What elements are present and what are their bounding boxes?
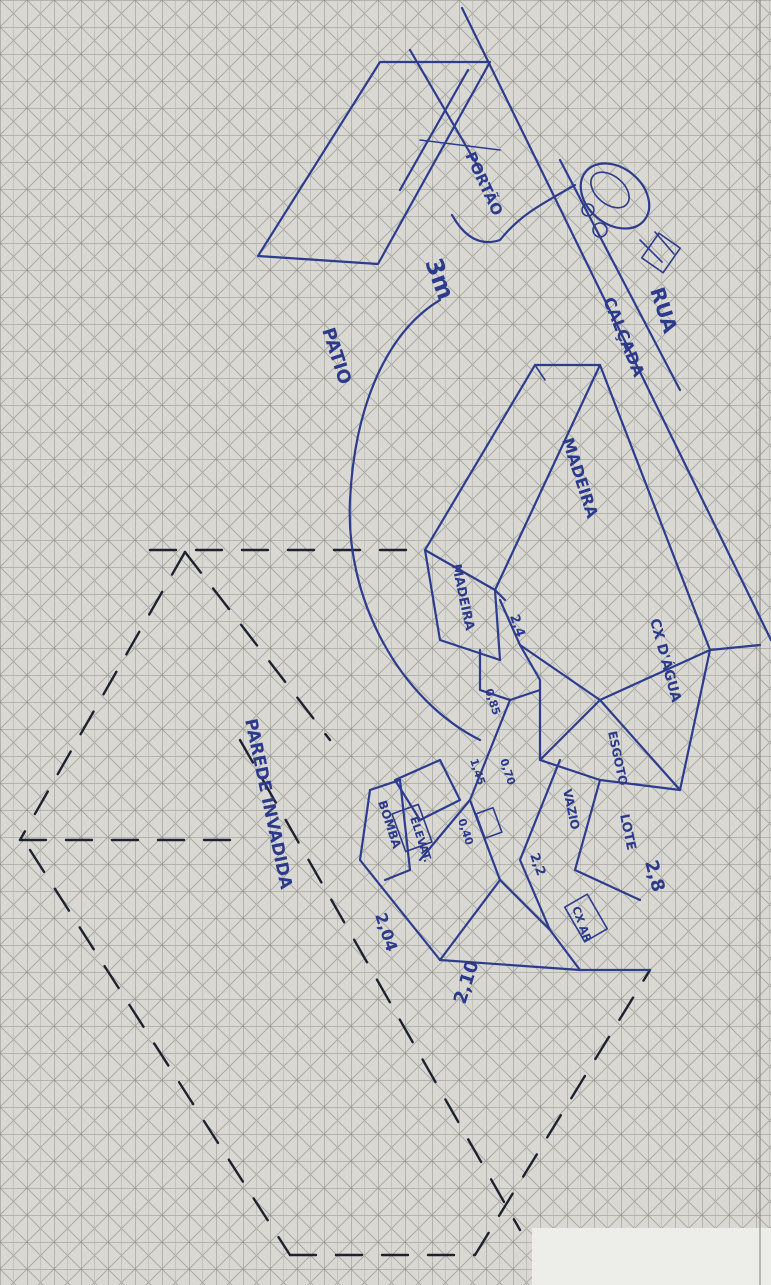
walkway — [348, 183, 577, 742]
dim-2-4: 2,4 — [506, 613, 527, 640]
dim-2-2: 2,2 — [526, 851, 548, 878]
invaded-wall-outline — [18, 548, 652, 1257]
gate — [256, 60, 501, 266]
house-block — [358, 363, 762, 972]
car-icon — [579, 162, 682, 274]
lote-label: LOTE — [616, 813, 638, 852]
paper-corner-blank — [532, 1228, 771, 1285]
